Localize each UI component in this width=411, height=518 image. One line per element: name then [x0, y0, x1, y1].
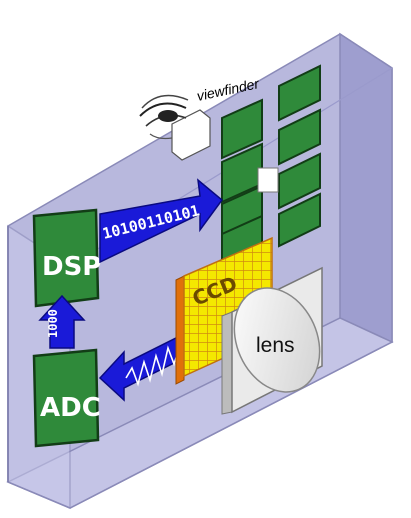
adc-chip: ADC [32, 348, 101, 448]
analog-waveform [125, 345, 179, 387]
ccd-side [175, 275, 185, 385]
dsp-label: DSP [42, 252, 101, 282]
memory-chip [278, 108, 321, 166]
lens-label: lens [256, 334, 295, 357]
memory-chip [278, 152, 321, 210]
dsp-chip: DSP [32, 208, 101, 308]
lens-glass [233, 287, 321, 393]
memory-chip [221, 98, 263, 160]
lens-mount-side [221, 311, 233, 415]
viewfinder-window [257, 167, 279, 193]
lens: lens [221, 266, 323, 415]
box-right-side [339, 32, 393, 344]
bits-label-vertical: 1000 [46, 309, 60, 338]
adc-to-dsp-arrow: 1000 [38, 294, 86, 349]
viewfinder-block [171, 109, 211, 161]
memory-chip [278, 192, 321, 248]
adc-label: ADC [40, 393, 101, 423]
memory-chips [221, 64, 321, 268]
memory-chip [278, 64, 321, 122]
eye-icon [139, 94, 189, 140]
